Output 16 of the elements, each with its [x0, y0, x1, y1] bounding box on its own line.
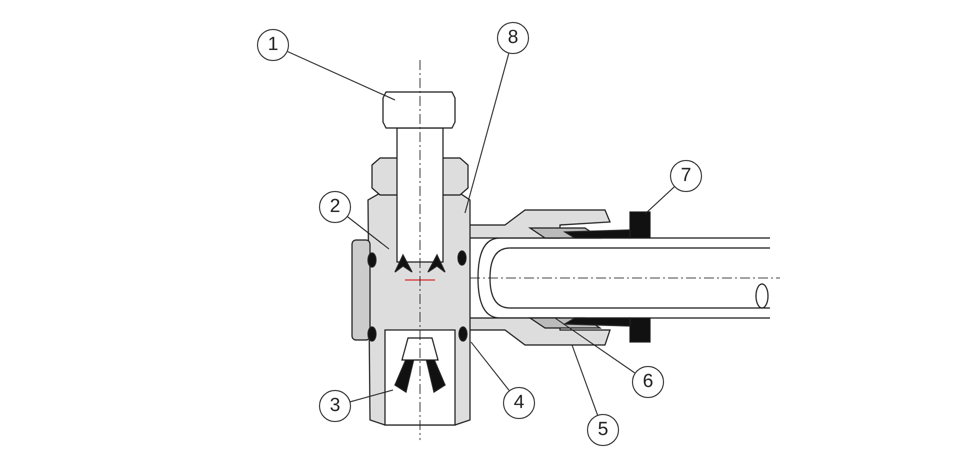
- leader-line: [470, 342, 510, 391]
- callout-number: 7: [670, 160, 702, 192]
- callout-number: 2: [319, 191, 351, 223]
- leader-line: [572, 344, 598, 416]
- leader-line: [644, 186, 675, 214]
- callout-number: 8: [497, 22, 529, 54]
- callout-number: 6: [632, 366, 664, 398]
- callout-number: 1: [257, 29, 289, 61]
- leader-line: [554, 318, 636, 374]
- leader-line: [287, 51, 396, 100]
- leader-line: [347, 216, 390, 250]
- leader-line: [350, 390, 394, 402]
- leader-line: [464, 52, 510, 214]
- callout-number: 4: [503, 387, 535, 419]
- callout-number: 5: [587, 414, 619, 446]
- callout-number: 3: [319, 390, 351, 422]
